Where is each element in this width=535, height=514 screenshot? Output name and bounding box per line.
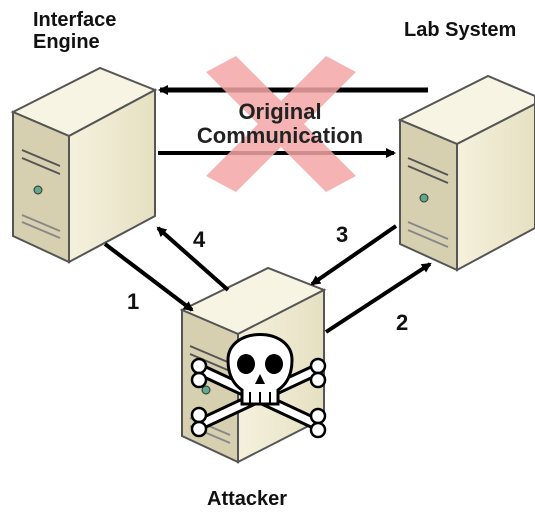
arrow-step-1 — [103, 242, 194, 312]
original-communication-label: Original Communication — [180, 100, 380, 148]
lab-system-label: Lab System — [404, 19, 517, 41]
step-2-label: 2 — [396, 310, 409, 335]
step-3-label: 3 — [336, 222, 349, 247]
lab-system-server — [397, 74, 535, 272]
blocked-cross-icon — [206, 56, 356, 192]
original-communication-line2: Communication — [196, 123, 364, 148]
skull-crossbones-icon — [190, 333, 327, 439]
interface-engine-label: Interface Engine — [33, 9, 116, 53]
arrow-step-2 — [324, 262, 432, 334]
interface-engine-label-line2: Engine — [33, 31, 100, 53]
interface-engine-label-line1: Interface — [33, 9, 117, 31]
step-1-label: 1 — [127, 289, 140, 314]
arrow-step-4 — [156, 226, 230, 292]
step-4-label: 4 — [193, 227, 206, 252]
interface-engine-server — [10, 66, 158, 264]
attacker-label: Attacker — [207, 488, 288, 510]
original-communication-line1: Original — [238, 99, 322, 124]
arrow-step-3 — [310, 224, 398, 286]
